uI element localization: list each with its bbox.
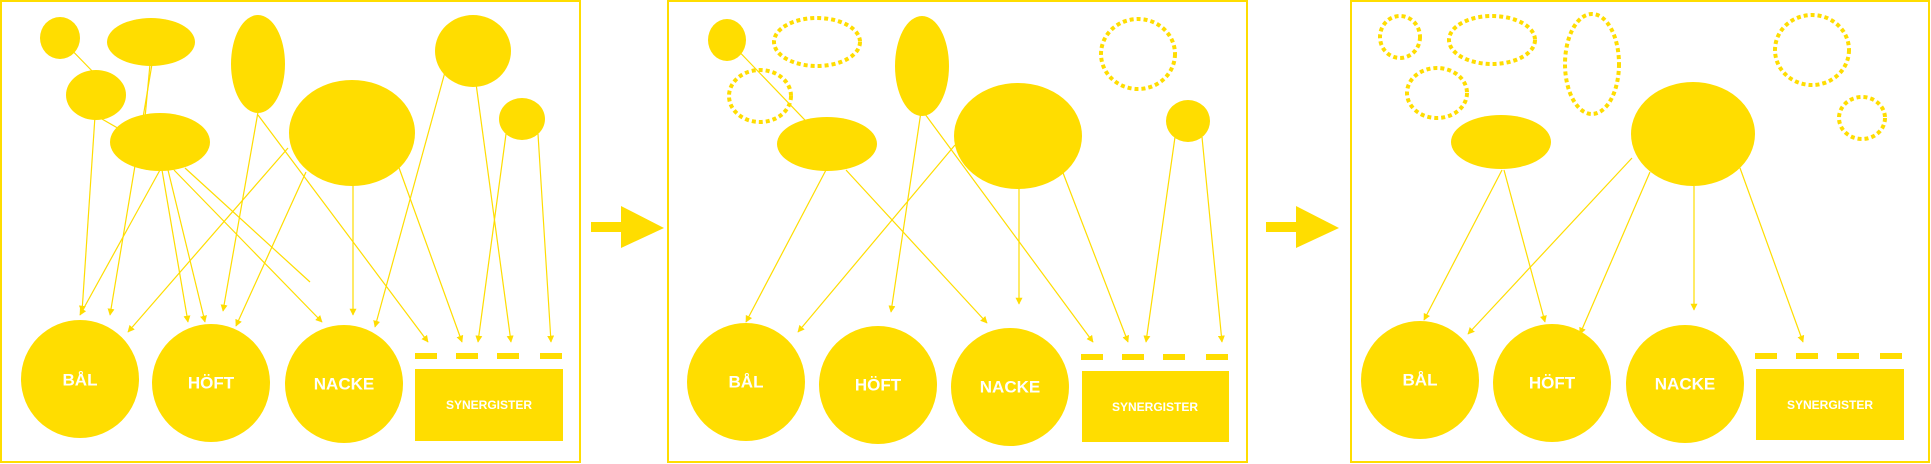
- label-bal: BÅL: [1403, 370, 1438, 389]
- flow-arrow: [591, 206, 664, 248]
- source-node: [110, 113, 210, 171]
- inactive-node: [1447, 14, 1537, 66]
- target-bal: [21, 320, 139, 438]
- target-bal: [1361, 321, 1479, 439]
- inactive-node: [1773, 13, 1851, 87]
- target-synergister: [415, 369, 563, 441]
- target-nacke: [951, 328, 1069, 446]
- panel-2-frame: [667, 0, 1248, 463]
- source-node: [954, 83, 1082, 189]
- source-node: [1631, 82, 1755, 186]
- target-hoft: [1493, 324, 1611, 442]
- target-nacke: [1626, 325, 1744, 443]
- source-node: [777, 117, 877, 171]
- source-node: [107, 18, 195, 66]
- label-bal: BÅL: [729, 372, 764, 391]
- label-nacke: NACKE: [980, 377, 1040, 396]
- label-nacke: NACKE: [1655, 374, 1715, 393]
- panel-1: BÅL HÖFT NACKE SYNERGISTER: [0, 0, 581, 463]
- panel-3: BÅL HÖFT NACKE SYNERGISTER: [1350, 0, 1930, 463]
- panel-3-connectors: [1423, 157, 1805, 343]
- label-bal: BÅL: [63, 370, 98, 389]
- panel-2-connectors: [727, 39, 1225, 343]
- source-node: [1451, 115, 1551, 169]
- inactive-node: [1378, 14, 1422, 60]
- source-node: [231, 15, 285, 113]
- inactive-node: [1405, 66, 1469, 120]
- inactive-node: [727, 68, 793, 124]
- source-node: [40, 17, 80, 59]
- source-node: [66, 70, 126, 120]
- target-nacke: [285, 325, 403, 443]
- target-synergister: [1082, 371, 1229, 442]
- inactive-node: [1099, 17, 1177, 91]
- inactive-node: [772, 16, 862, 68]
- target-hoft: [819, 326, 937, 444]
- label-synergister: SYNERGISTER: [1112, 400, 1198, 414]
- target-synergister: [1756, 369, 1904, 440]
- source-node: [499, 98, 545, 140]
- source-node: [895, 16, 949, 116]
- label-hoft: HÖFT: [1529, 373, 1576, 392]
- source-node: [1166, 100, 1210, 142]
- inactive-node: [1563, 12, 1621, 116]
- source-node: [708, 19, 746, 61]
- flow-arrow: [1266, 206, 1339, 248]
- label-hoft: HÖFT: [855, 375, 902, 394]
- label-synergister: SYNERGISTER: [446, 398, 532, 412]
- panel-1-frame: [0, 0, 581, 463]
- label-synergister: SYNERGISTER: [1787, 398, 1873, 412]
- panel-3-frame: [1350, 0, 1930, 463]
- label-hoft: HÖFT: [188, 373, 235, 392]
- source-node: [289, 80, 415, 186]
- target-hoft: [152, 324, 270, 442]
- panel-2: BÅL HÖFT NACKE SYNERGISTER: [667, 0, 1248, 463]
- source-node: [435, 15, 511, 87]
- target-bal: [687, 323, 805, 441]
- label-nacke: NACKE: [314, 374, 374, 393]
- inactive-node: [1837, 95, 1887, 141]
